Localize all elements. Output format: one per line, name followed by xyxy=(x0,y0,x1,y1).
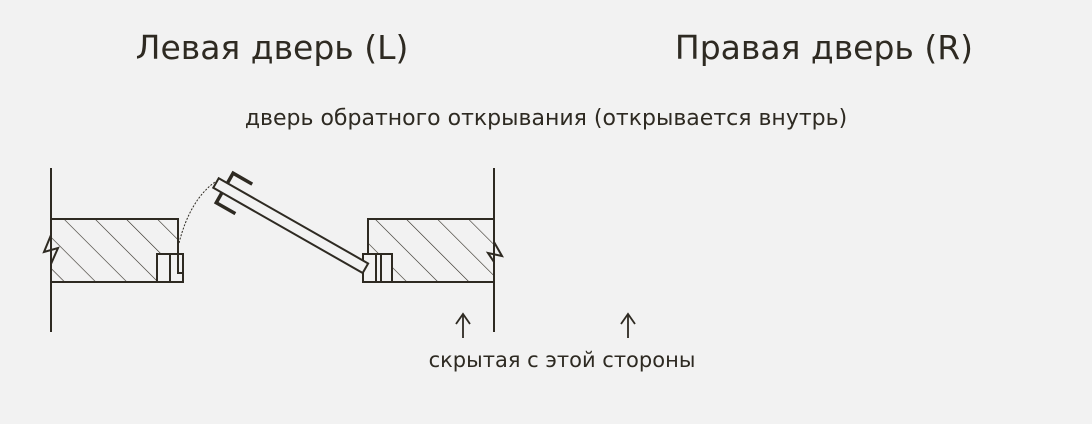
arrow-up-icon xyxy=(455,312,471,338)
arrow-up-icon xyxy=(620,312,636,338)
right-door-title: Правая дверь (R) xyxy=(674,28,974,67)
subtitle: дверь обратного открывания (открывается … xyxy=(244,106,848,131)
left-door-title: Левая дверь (L) xyxy=(135,28,409,67)
hidden-side-note: скрытая с этой стороны xyxy=(428,348,696,372)
left-door-diagram xyxy=(42,166,504,334)
